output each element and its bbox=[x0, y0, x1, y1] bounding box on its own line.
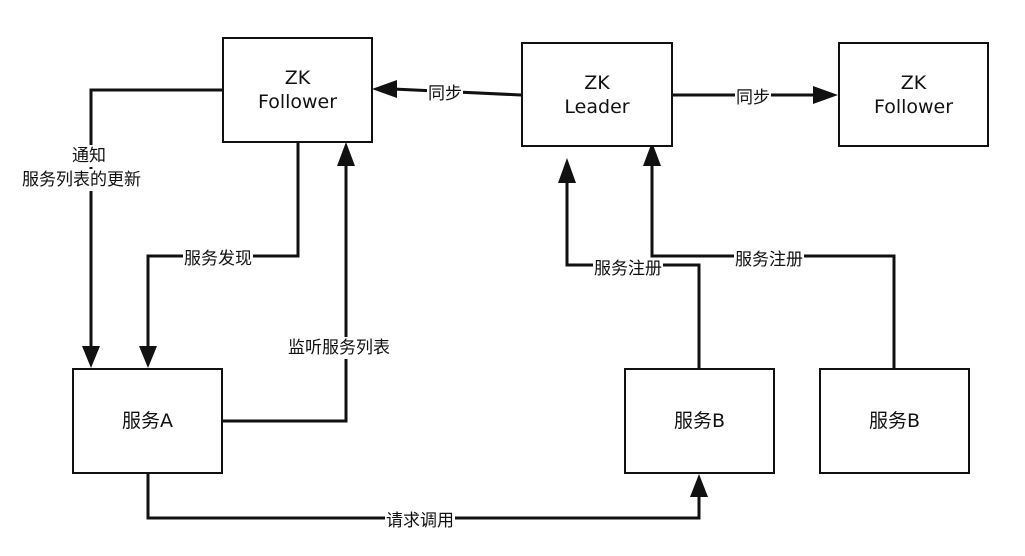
service-b1-label: 服务B bbox=[673, 410, 726, 432]
arrowhead-listen bbox=[337, 142, 355, 166]
edge-label-notify-line1: 通知 bbox=[71, 145, 107, 167]
arrowhead-register-2 bbox=[643, 142, 661, 166]
edge-label-sync-right: 同步 bbox=[735, 87, 771, 109]
edge-label-notify-line2: 服务列表的更新 bbox=[21, 169, 142, 191]
arrowhead-notify bbox=[82, 346, 100, 368]
zk-follower-left-node: ZK Follower bbox=[222, 37, 373, 143]
edge-listen bbox=[222, 163, 348, 423]
edge-label-sync-left: 同步 bbox=[427, 83, 463, 105]
edge-label-call: 请求调用 bbox=[385, 510, 455, 532]
service-b2-label: 服务B bbox=[868, 410, 921, 432]
service-b1-node: 服务B bbox=[624, 368, 775, 474]
zk-leader-line2: Leader bbox=[564, 95, 630, 118]
zk-leader-node: ZK Leader bbox=[521, 42, 673, 147]
edge-label-discovery: 服务发现 bbox=[183, 248, 253, 270]
arrowhead-sync-left bbox=[372, 80, 397, 98]
edge-discovery bbox=[146, 143, 300, 350]
zk-follower-right-line2: Follower bbox=[873, 95, 954, 118]
service-a-label: 服务A bbox=[122, 410, 173, 432]
zk-follower-right-node: ZK Follower bbox=[838, 42, 989, 147]
arrowhead-call bbox=[690, 474, 708, 497]
service-b2-node: 服务B bbox=[819, 368, 970, 474]
edge-label-register-2: 服务注册 bbox=[734, 249, 804, 271]
arrowhead-discovery bbox=[139, 346, 157, 368]
service-a-node: 服务A bbox=[72, 368, 223, 474]
zk-leader-line1: ZK bbox=[584, 71, 610, 94]
zk-follower-left-line2: Follower bbox=[257, 91, 338, 113]
zk-follower-right-line1: ZK bbox=[900, 71, 927, 94]
arrowhead-sync-right bbox=[813, 86, 838, 104]
edge-label-register-1: 服务注册 bbox=[593, 258, 663, 280]
edge-label-listen: 监听服务列表 bbox=[287, 337, 391, 359]
arrowhead-register-1 bbox=[558, 158, 576, 183]
zk-follower-left-line1: ZK bbox=[284, 67, 311, 89]
edge-notify bbox=[89, 88, 222, 350]
